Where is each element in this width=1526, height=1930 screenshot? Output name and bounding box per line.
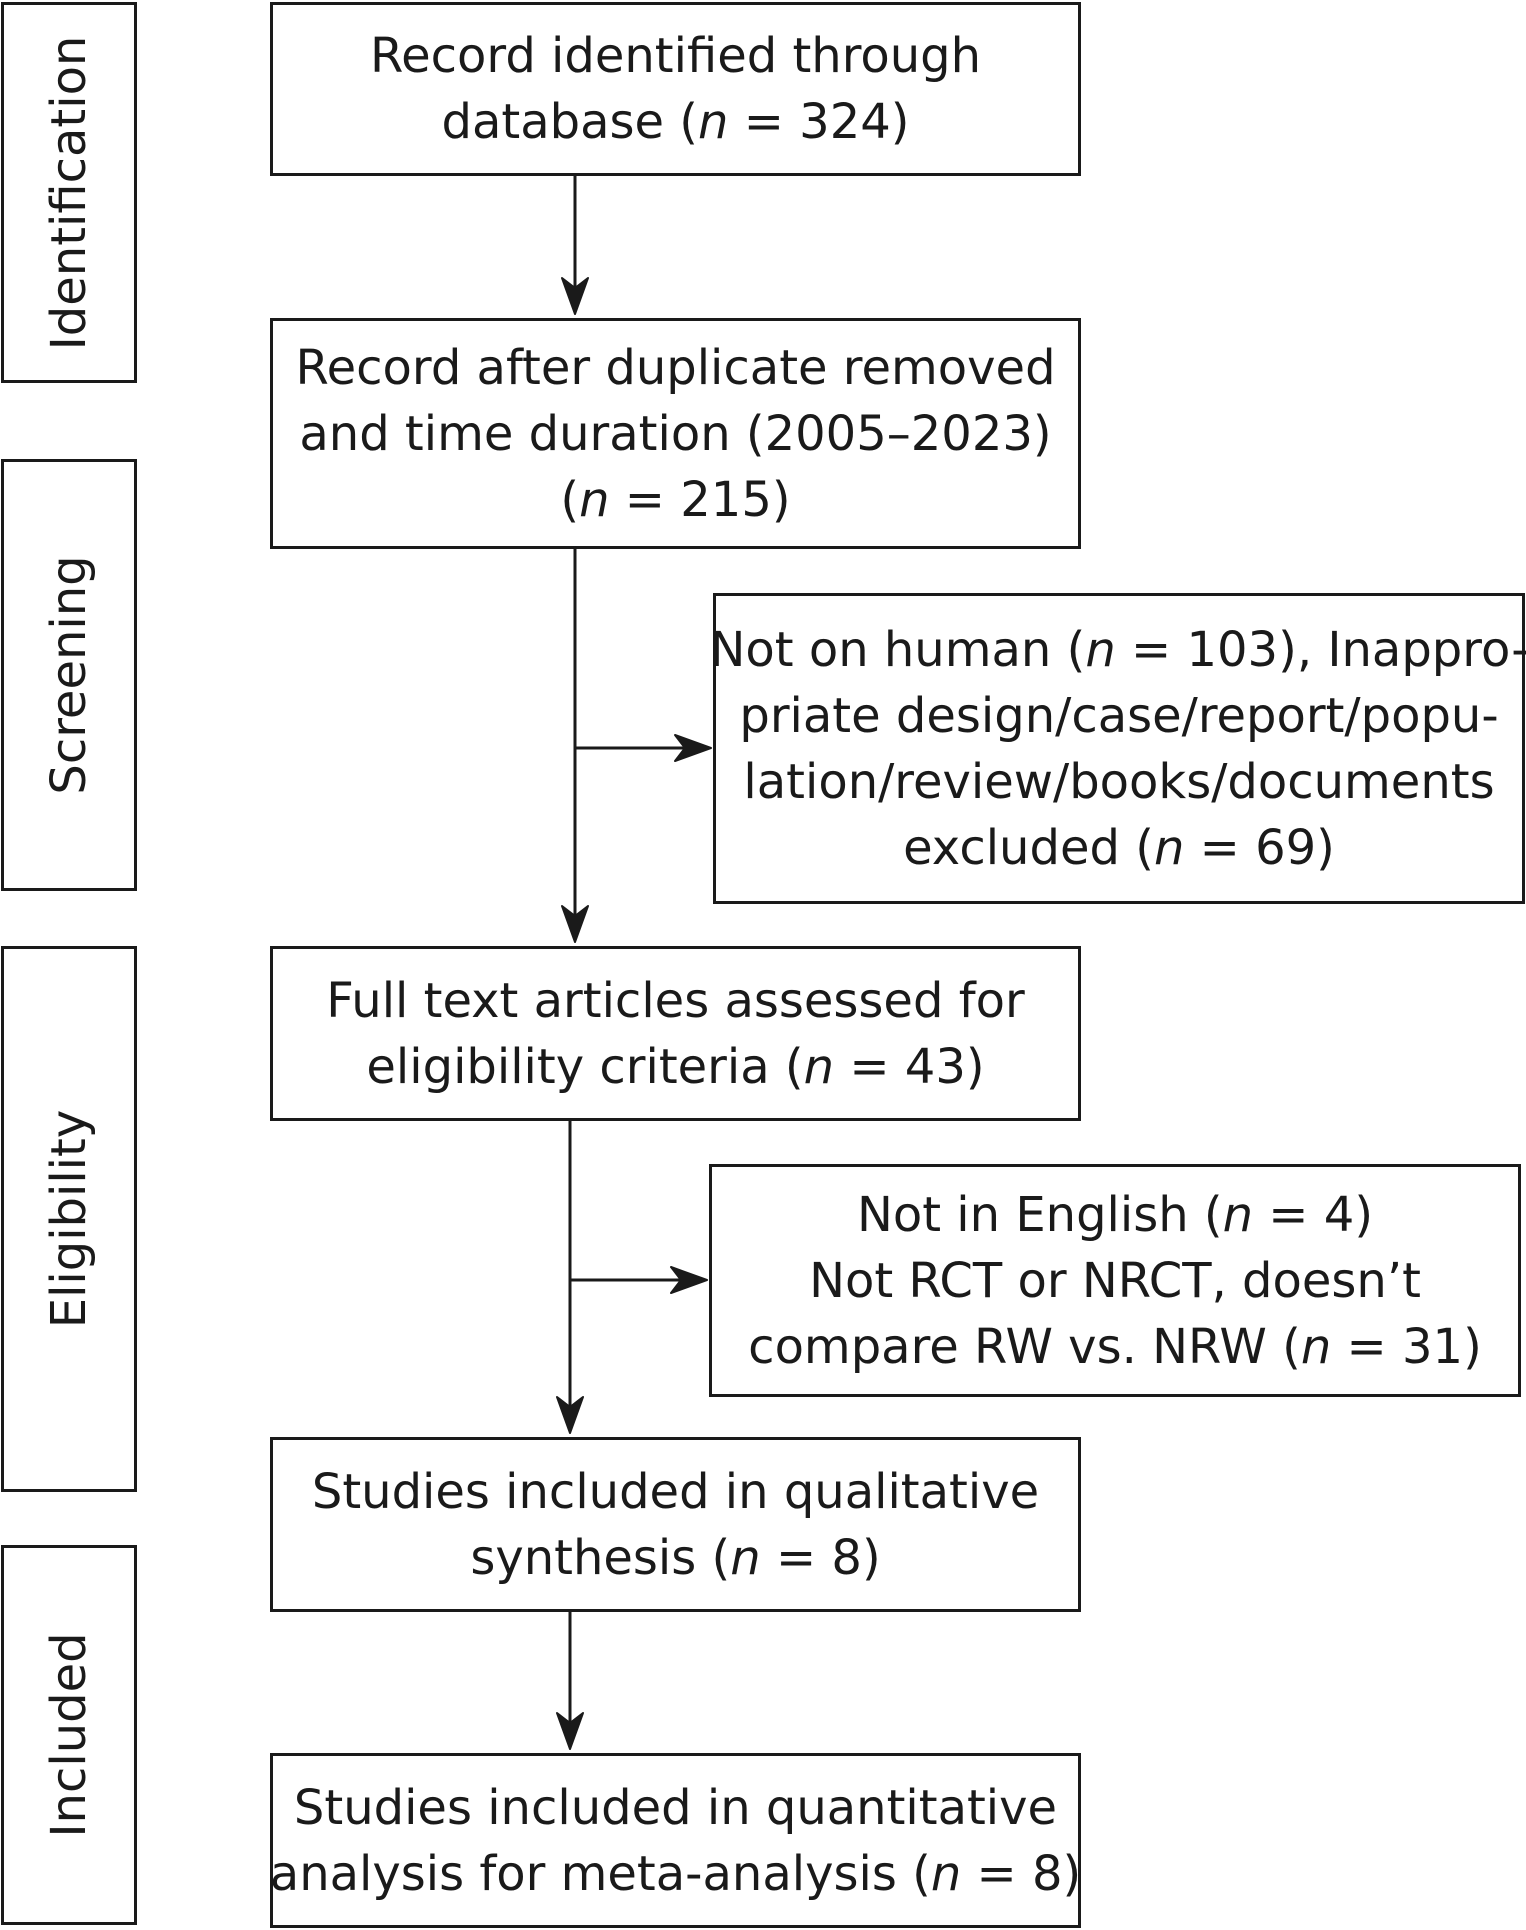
arrowhead-right-screening [674, 734, 712, 762]
stage-screening: Screening [1, 459, 137, 891]
box-quantitative-analysis: Studies included in quantitative analysi… [270, 1753, 1081, 1928]
box-full-text-assessed: Full text articles assessed for eligibil… [270, 946, 1081, 1121]
qualitative-line-1: Studies included in qualitative [311, 1463, 1040, 1520]
after-duplicates-line-2: and time duration (2005–2023) [299, 405, 1052, 462]
excluded-screening-line-4: excluded (n = 69) [903, 819, 1335, 876]
after-duplicates-line-1: Record after duplicate removed [295, 339, 1056, 396]
excluded-eligibility-line-3: compare RW vs. NRW (n = 31) [748, 1318, 1482, 1375]
quantitative-line-1: Studies included in quantitative [293, 1779, 1058, 1836]
records-identified-line-2: database (n = 324) [441, 94, 910, 150]
arrowhead-down-3 [556, 1396, 584, 1434]
excluded-screening-line-1: Not on human (n = 103), Inappro- [709, 621, 1526, 678]
box-records-after-duplicates: Record after duplicate removed and time … [270, 318, 1081, 549]
arrowhead-down-4 [556, 1712, 584, 1750]
stage-eligibility: Eligibility [1, 946, 137, 1492]
box-excluded-screening: Not on human (n = 103), Inappro- priate … [709, 593, 1526, 904]
records-identified-line-1: Record identified through [369, 28, 982, 84]
box-excluded-eligibility: Not in English (n = 4) Not RCT or NRCT, … [709, 1164, 1521, 1397]
full-text-line-2: eligibility criteria (n = 43) [366, 1038, 985, 1095]
excluded-eligibility-line-2: Not RCT or NRCT, doesn’t [809, 1252, 1421, 1309]
box-records-identified: Record identified through database (n = … [270, 2, 1081, 176]
arrowhead-down-2 [561, 905, 589, 943]
stage-included: Included [1, 1545, 137, 1925]
full-text-line-1: Full text articles assessed for [326, 972, 1025, 1029]
excluded-screening-line-3: lation/review/books/documents [743, 753, 1495, 810]
qualitative-line-2: synthesis (n = 8) [470, 1529, 881, 1586]
arrowhead-right-eligibility [670, 1266, 708, 1294]
box-qualitative-synthesis: Studies included in qualitative synthesi… [270, 1437, 1081, 1612]
after-duplicates-line-3: (n = 215) [560, 471, 791, 528]
arrowhead-down-1 [561, 277, 589, 315]
stage-identification: Identification [1, 2, 137, 383]
excluded-screening-line-2: priate design/case/report/popu- [739, 687, 1499, 744]
excluded-eligibility-line-1: Not in English (n = 4) [856, 1186, 1374, 1243]
quantitative-line-2: analysis for meta-analysis (n = 8) [269, 1845, 1082, 1902]
